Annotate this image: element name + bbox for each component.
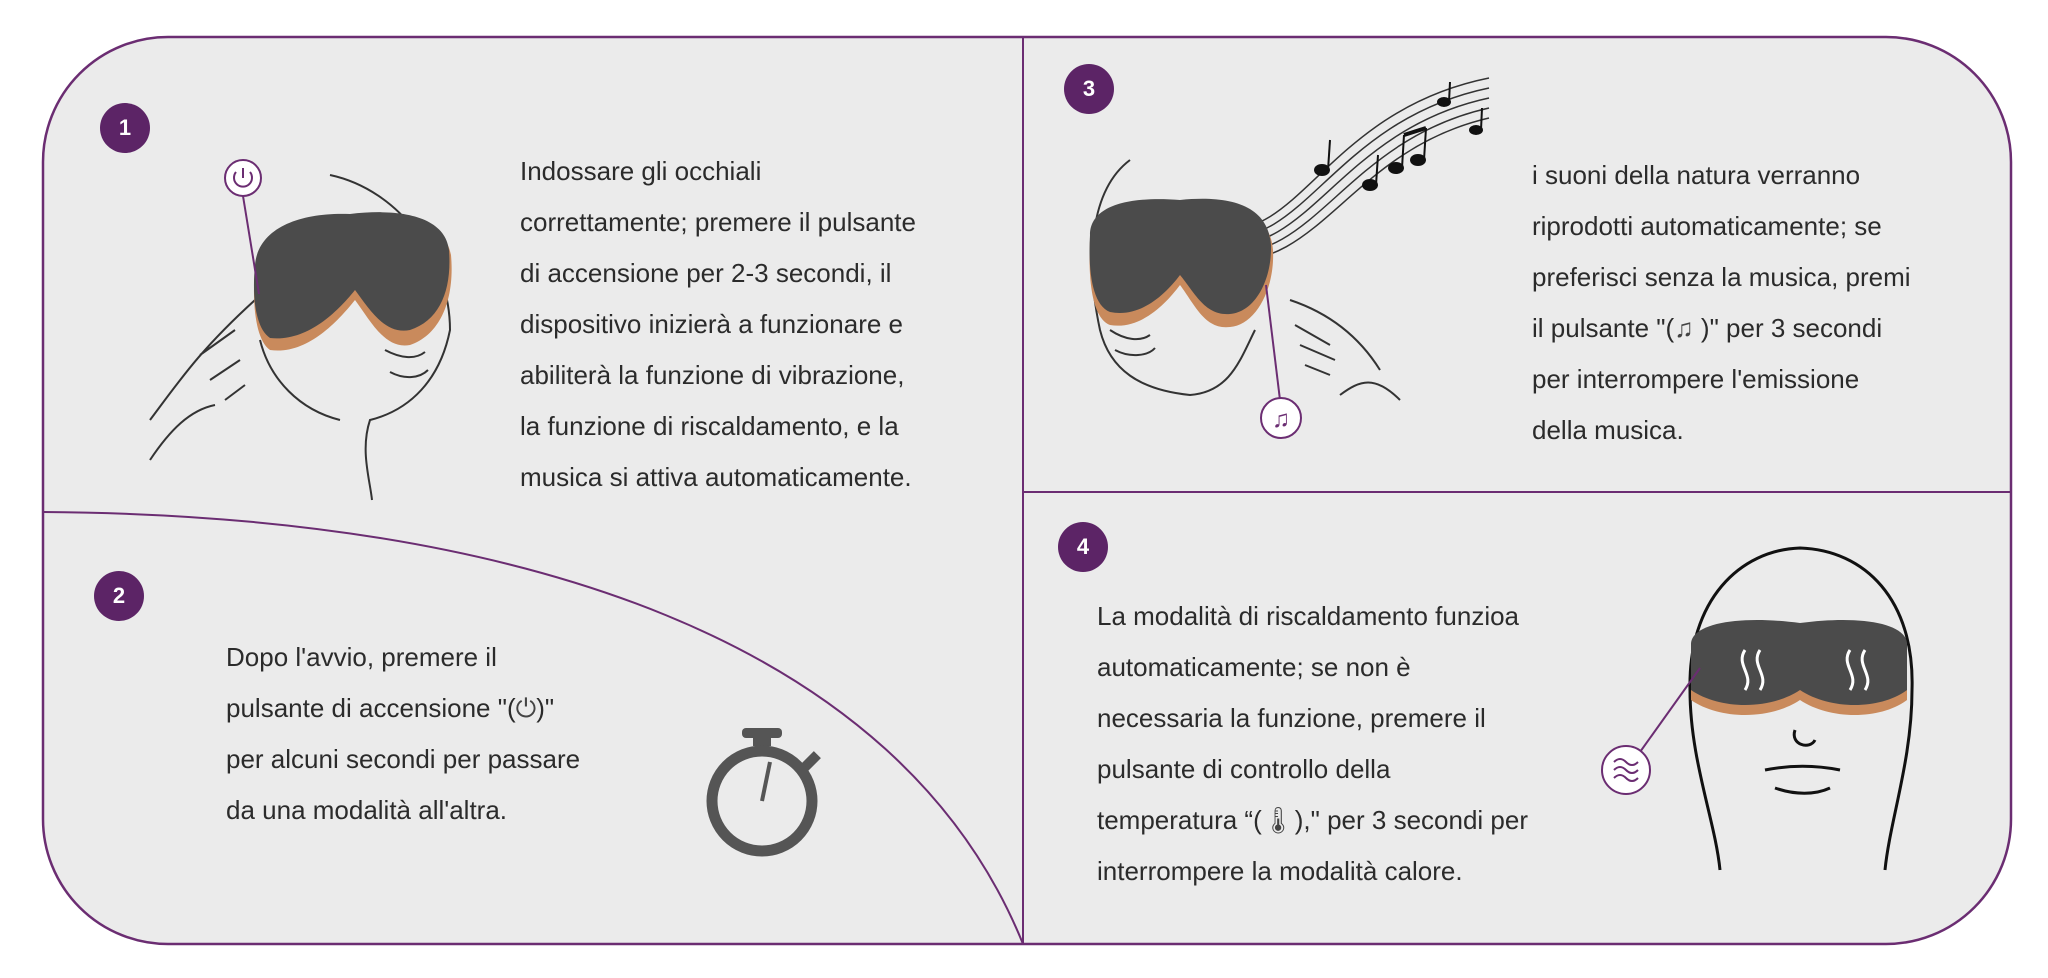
power-icon bbox=[233, 168, 253, 188]
text-line: il pulsante "(♫ )" per 3 secondi bbox=[1532, 303, 1911, 354]
mask-goggles-1 bbox=[253, 212, 452, 351]
music-button-callout bbox=[1260, 397, 1302, 439]
text-line: per alcuni secondi per passare bbox=[226, 744, 581, 774]
music-callout-icon: ♫ bbox=[1272, 406, 1290, 433]
text-line: per interrompere l'emissione bbox=[1532, 364, 1860, 394]
mask-goggles-3 bbox=[1089, 198, 1274, 328]
text-line: necessaria la funzione, premere il bbox=[1097, 703, 1486, 733]
thermometer-icon: 🌡 bbox=[1261, 805, 1295, 835]
text-line: automaticamente; se non è bbox=[1097, 652, 1411, 682]
step-1-text: Indossare gli occhiali correttamente; pr… bbox=[520, 146, 916, 503]
step-3-badge: 3 bbox=[1064, 64, 1114, 114]
step-1-badge: 1 bbox=[100, 103, 150, 153]
stopwatch-icon bbox=[706, 728, 821, 857]
step-4-badge: 4 bbox=[1058, 522, 1108, 572]
text-segment: il pulsante "( bbox=[1532, 313, 1675, 343]
text-line: della musica. bbox=[1532, 415, 1684, 445]
step-4-text: La modalità di riscaldamento funzioa aut… bbox=[1097, 591, 1528, 897]
text-line: dispositivo inizierà a funzionare e bbox=[520, 309, 903, 339]
text-line: correttamente; premere il pulsante bbox=[520, 207, 916, 237]
step3-illustration: ♫ bbox=[1089, 77, 1490, 439]
power-icon: ⏻ bbox=[515, 693, 537, 723]
step-3-text: i suoni della natura verranno riprodotti… bbox=[1532, 150, 1911, 456]
text-segment: )" per 3 secondi bbox=[1693, 313, 1883, 343]
text-line: abiliterà la funzione di vibrazione, bbox=[520, 360, 905, 390]
step-2-badge: 2 bbox=[94, 571, 144, 621]
text-line: interrompere la modalità calore. bbox=[1097, 856, 1463, 886]
heat-callout-icon bbox=[1613, 758, 1639, 782]
divider-curve bbox=[42, 511, 1024, 945]
text-segment: temperatura “( bbox=[1097, 805, 1262, 835]
text-line: temperatura “(🌡)," per 3 secondi per bbox=[1097, 795, 1528, 846]
text-line: la funzione di riscaldamento, e la bbox=[520, 411, 899, 441]
music-note-icon: ♫ bbox=[1674, 313, 1694, 343]
step4-illustration bbox=[1601, 546, 1914, 871]
text-segment: pulsante di accensione "( bbox=[226, 693, 516, 723]
step1-illustration bbox=[149, 159, 452, 501]
text-line: Dopo l'avvio, premere il bbox=[226, 642, 497, 672]
text-line: da una modalità all'altra. bbox=[226, 795, 508, 825]
text-line: pulsante di controllo della bbox=[1097, 754, 1391, 784]
text-line: preferisci senza la musica, premi bbox=[1532, 262, 1911, 292]
music-notes bbox=[1314, 81, 1483, 191]
text-line: i suoni della natura verranno bbox=[1532, 160, 1861, 190]
text-line: La modalità di riscaldamento funzioa bbox=[1097, 601, 1520, 631]
text-line: musica si attiva automaticamente. bbox=[520, 462, 912, 492]
text-line: di accensione per 2-3 secondi, il bbox=[520, 258, 892, 288]
text-line: pulsante di accensione "(⏻)" bbox=[226, 683, 580, 734]
text-segment: )" bbox=[536, 693, 555, 723]
panel-frame bbox=[41, 35, 2013, 946]
text-segment: )," per 3 secondi per bbox=[1294, 805, 1528, 835]
heat-wave-icon bbox=[1740, 649, 1870, 691]
text-line: riprodotti automaticamente; se bbox=[1532, 211, 1882, 241]
text-line: Indossare gli occhiali bbox=[520, 156, 762, 186]
step-2-text: Dopo l'avvio, premere il pulsante di acc… bbox=[226, 632, 580, 836]
